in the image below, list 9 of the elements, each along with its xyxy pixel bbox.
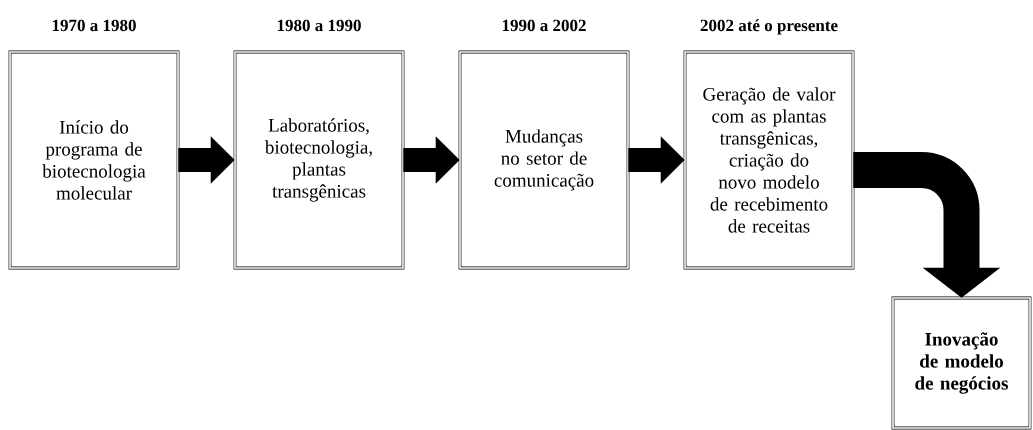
timeline-box: Laboratórios, biotecnologia, plantas transgênicas [233, 50, 405, 270]
period-heading: 2002 até o presente [700, 19, 838, 35]
timeline-box: Início do programa de biotecnologia molecular [8, 50, 180, 270]
timeline-box: Mudanças no setor de comunicação [458, 50, 630, 270]
period-heading: 1980 a 1990 [277, 19, 361, 32]
timeline-box: Inovação de modelo de negócios [891, 296, 1032, 430]
timeline-box: Geração de valor com as plantas transgênicas, criação do novo modelo de recebimento de receitas [683, 50, 855, 270]
period-heading: 1970 a 1980 [52, 19, 136, 32]
period-heading: 1990 a 2002 [502, 19, 586, 32]
